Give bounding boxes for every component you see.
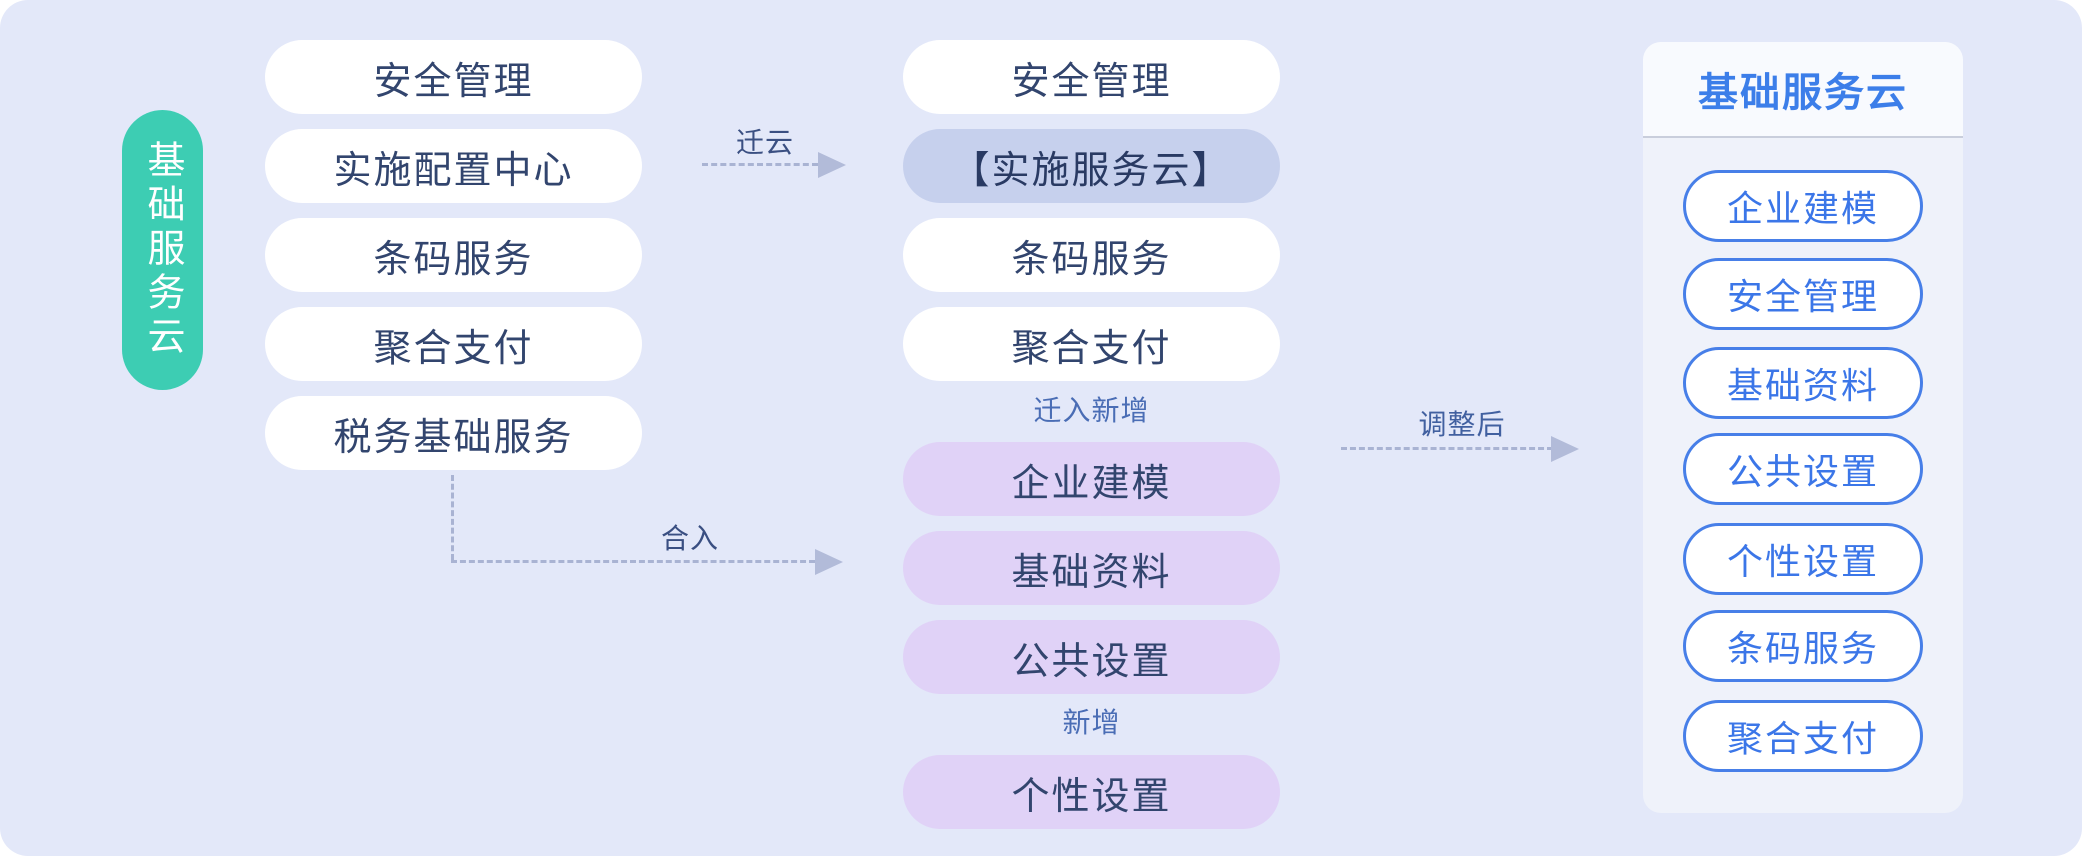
- migrate-arrow-line: [702, 163, 818, 166]
- merge-arrow-hline: [451, 560, 815, 563]
- migrate-arrow-label: 迁云: [735, 127, 794, 158]
- result-item-basic-data: 基础资料: [1683, 347, 1923, 419]
- adjust-arrow-label: 调整后: [1418, 409, 1506, 440]
- result-card-title: 基础服务云: [1698, 71, 1908, 115]
- adjust-arrowhead-icon: [1551, 436, 1579, 462]
- middle-item-aggregate-payment: 聚合支付: [903, 307, 1280, 381]
- result-item-barcode-service: 条码服务: [1683, 610, 1923, 682]
- result-card-header: 基础服务云: [1643, 42, 1963, 138]
- source-item-impl-config-center: 实施配置中心: [265, 129, 642, 203]
- middle-item-personal-settings: 个性设置: [903, 755, 1280, 829]
- merge-arrowhead-icon: [815, 549, 843, 575]
- caption-migrated-new: 迁入新增: [1033, 395, 1150, 426]
- middle-item-barcode-service: 条码服务: [903, 218, 1280, 292]
- middle-item-impl-service-cloud: 【实施服务云】: [903, 129, 1280, 203]
- middle-item-basic-data: 基础资料: [903, 531, 1280, 605]
- source-item-aggregate-payment: 聚合支付: [265, 307, 642, 381]
- source-item-barcode-service: 条码服务: [265, 218, 642, 292]
- source-cloud-pill: 基础服务云: [122, 110, 203, 390]
- result-item-enterprise-modeling: 企业建模: [1683, 170, 1923, 242]
- middle-item-common-settings: 公共设置: [903, 620, 1280, 694]
- source-item-tax-basic-service: 税务基础服务: [265, 396, 642, 470]
- middle-item-enterprise-modeling: 企业建模: [903, 442, 1280, 516]
- result-item-common-settings: 公共设置: [1683, 433, 1923, 505]
- source-item-security-management: 安全管理: [265, 40, 642, 114]
- migrate-arrowhead-icon: [818, 152, 846, 178]
- caption-new: 新增: [1062, 707, 1121, 738]
- result-item-personal-settings: 个性设置: [1683, 523, 1923, 595]
- merge-arrow-label: 合入: [660, 523, 719, 554]
- result-item-aggregate-payment: 聚合支付: [1683, 700, 1923, 772]
- source-cloud-label: 基础服务云: [141, 140, 183, 360]
- middle-item-security-management: 安全管理: [903, 40, 1280, 114]
- result-card: 基础服务云 企业建模 安全管理 基础资料 公共设置 个性设置 条码服务 聚合支付: [1643, 42, 1963, 813]
- adjust-arrow-line: [1341, 447, 1553, 450]
- result-item-security-management: 安全管理: [1683, 258, 1923, 330]
- merge-arrow-vline: [451, 475, 454, 560]
